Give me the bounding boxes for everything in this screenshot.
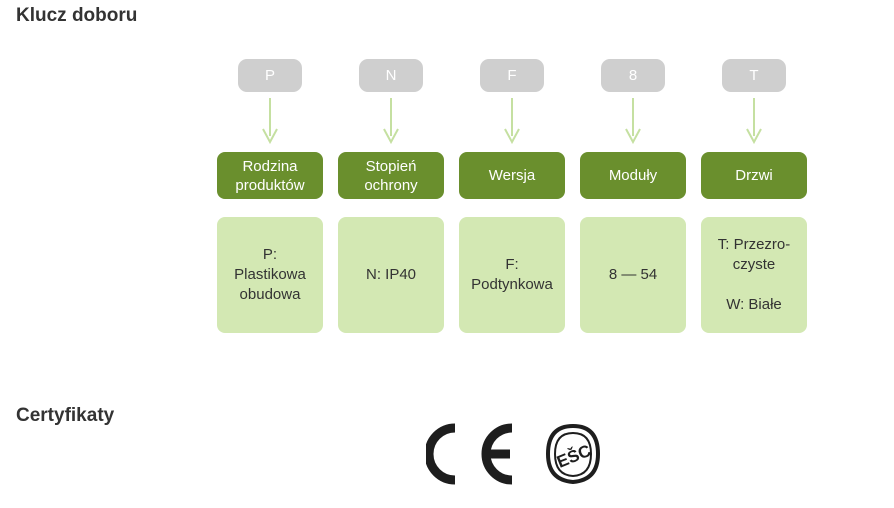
certification-logos: EŠC — [426, 423, 601, 485]
selection-key-heading: Klucz doboru — [16, 5, 138, 26]
down-arrow-icon — [383, 98, 399, 144]
certificates-heading: Certyfikaty — [16, 405, 115, 426]
code-badge: P — [238, 59, 302, 92]
category-label: Rodzina produktów — [217, 152, 323, 199]
ce-mark-icon — [426, 423, 513, 485]
code-badge: F — [480, 59, 544, 92]
code-badge: 8 — [601, 59, 665, 92]
value-box: P: Plastikowa obudowa — [217, 217, 323, 333]
value-box: 8 — 54 — [580, 217, 686, 333]
category-label: Drzwi — [701, 152, 807, 199]
value-box: N: IP40 — [338, 217, 444, 333]
down-arrow-icon — [746, 98, 762, 144]
category-label: Wersja — [459, 152, 565, 199]
value-box: T: Przezro- czyste W: Białe — [701, 217, 807, 333]
code-badge: N — [359, 59, 423, 92]
category-label: Stopień ochrony — [338, 152, 444, 199]
code-badge: T — [722, 59, 786, 92]
down-arrow-icon — [625, 98, 641, 144]
esc-safety-mark-icon: EŠC — [545, 423, 601, 485]
category-label: Moduły — [580, 152, 686, 199]
down-arrow-icon — [504, 98, 520, 144]
value-box: F: Podtynkowa — [459, 217, 565, 333]
down-arrow-icon — [262, 98, 278, 144]
